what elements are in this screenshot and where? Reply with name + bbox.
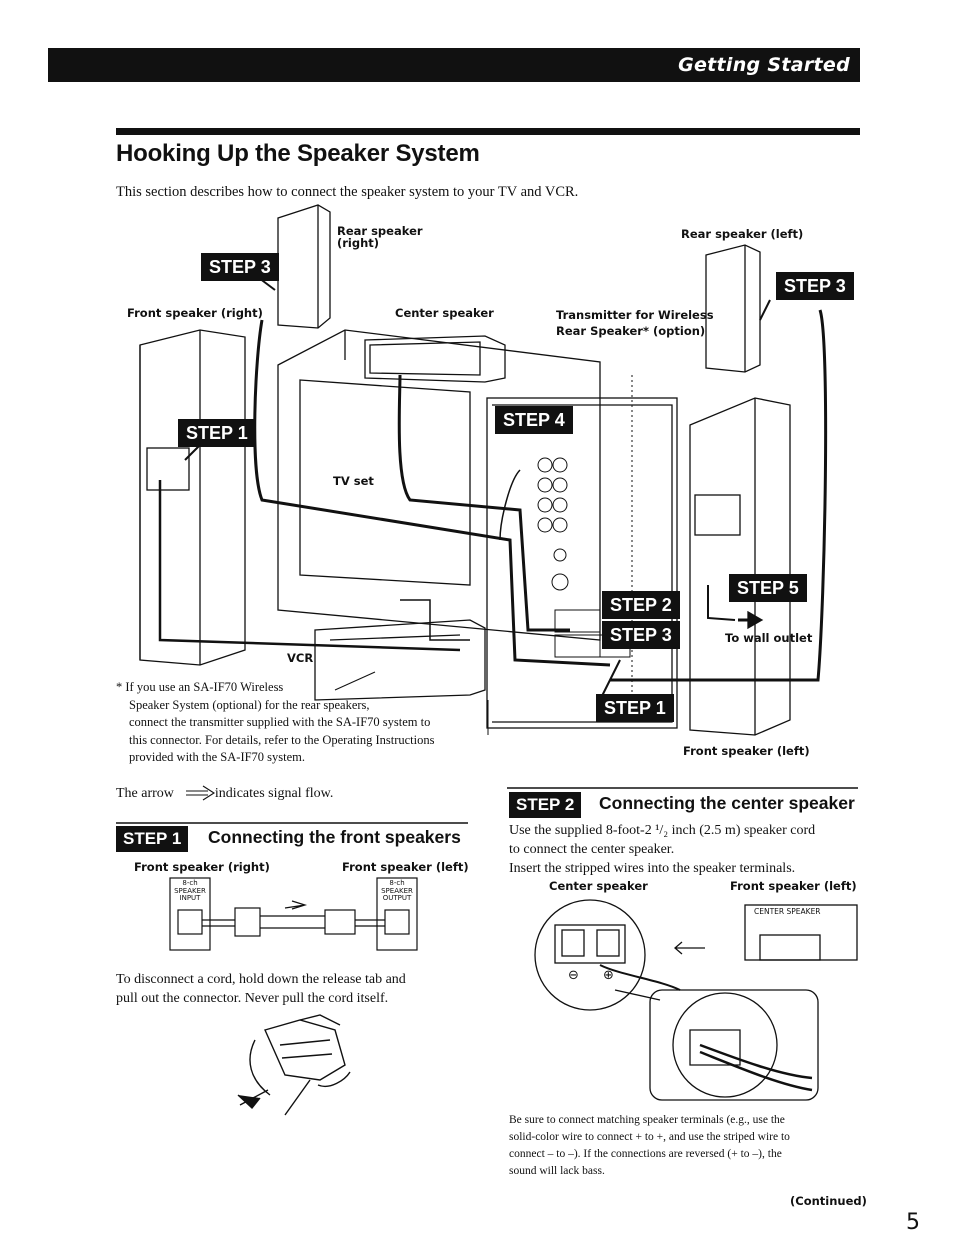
continued-label: (Continued) [790, 1194, 867, 1208]
step-tag-center-section: STEP 2 [509, 792, 582, 818]
step-tag-2: STEP 2 [602, 591, 680, 619]
section-header-bar: Getting Started [48, 48, 860, 82]
label-to-wall-outlet: To wall outlet [725, 631, 813, 645]
front-text-line2: pull out the connector. Never pull the c… [116, 991, 389, 1006]
terminal-output-line3: OUTPUT [382, 894, 412, 902]
label-center-speaker-small: Center speaker [549, 879, 648, 893]
front-text-line1: To disconnect a cord, hold down the rele… [116, 972, 406, 987]
front-section-title: Connecting the front speakers [208, 827, 461, 847]
step-tag-3-left: STEP 3 [201, 253, 279, 281]
center-section-text: Use the supplied 8-foot-2 ¹/₂ inch (2.5 … [509, 821, 815, 878]
step-tag-front-section: STEP 1 [116, 826, 189, 852]
terminal-output-line1: 8-ch [389, 879, 405, 887]
arrow-note-before: The arrow [116, 786, 174, 801]
label-transmitter-line2: Rear Speaker* (option) [556, 324, 706, 338]
arrow-note: The arrow indicates signal flow. [116, 784, 333, 803]
label-tv-set: TV set [333, 474, 374, 488]
center-note-line4: sound will lack bass. [509, 1165, 605, 1177]
center-note-line2: solid-color wire to connect + to +, and … [509, 1131, 790, 1143]
label-front-right-small: Front speaker (right) [134, 860, 270, 874]
center-terminal-label: CENTER SPEAKER [754, 907, 821, 916]
terminal-input-line2: SPEAKER [174, 886, 206, 895]
center-note-line3: connect – to –). If the connections are … [509, 1148, 782, 1160]
page-number: 5 [906, 1210, 920, 1235]
center-note-line1: Be sure to connect matching speaker term… [509, 1114, 785, 1126]
center-text-line1: Use the supplied 8-foot-2 ¹/₂ inch (2.5 … [509, 823, 816, 838]
label-rear-speaker-right: Rear speaker (right) [337, 225, 423, 249]
step-tag-4: STEP 4 [495, 406, 573, 434]
label-front-speaker-left: Front speaker (left) [683, 744, 810, 758]
label-rear-speaker-right-line2: (right) [337, 236, 380, 250]
label-front-left-small: Front speaker (left) [342, 860, 469, 874]
step-tag-1-bottom: STEP 1 [596, 694, 674, 722]
minus-terminal-icon: ⊖ [568, 968, 579, 983]
label-front-left-center: Front speaker (left) [730, 879, 857, 893]
label-rear-speaker-right-line1: Rear speaker [337, 224, 423, 238]
terminal-output-line2: SPEAKER [381, 886, 413, 895]
terminal-input-label: 8-ch SPEAKER INPUT [172, 879, 208, 903]
footnote-line2: Speaker System (optional) for the rear s… [129, 697, 370, 712]
step-tag-3-right: STEP 3 [776, 272, 854, 300]
arrow-note-after: indicates signal flow. [214, 786, 334, 801]
step-tag-1-left: STEP 1 [178, 419, 256, 447]
label-rear-speaker-left: Rear speaker (left) [681, 227, 804, 241]
footnote-line4: this connector. For details, refer to th… [129, 732, 435, 747]
center-section-note: Be sure to connect matching speaker term… [509, 1112, 790, 1180]
footnote-line3: connect the transmitter supplied with th… [129, 715, 431, 729]
terminal-output-label: 8-ch SPEAKER OUTPUT [379, 879, 415, 903]
terminal-input-line3: INPUT [179, 894, 201, 902]
footnote-line5: provided with the SA-IF70 system. [129, 750, 306, 764]
label-transmitter: Transmitter for Wireless Rear Speaker* (… [556, 307, 714, 339]
front-section-text: To disconnect a cord, hold down the rele… [116, 970, 406, 1008]
step-tag-5: STEP 5 [729, 574, 807, 602]
label-transmitter-line1: Transmitter for Wireless [556, 308, 714, 322]
center-text-line3: Insert the stripped wires into the speak… [509, 861, 796, 876]
center-text-line2: to connect the center speaker. [509, 842, 675, 857]
page-title: Hooking Up the Speaker System [116, 140, 480, 167]
label-front-speaker-right: Front speaker (right) [127, 306, 263, 320]
label-vcr: VCR [287, 651, 314, 665]
label-center-speaker: Center speaker [395, 306, 494, 320]
title-rule [116, 128, 860, 135]
intro-text: This section describes how to connect th… [116, 184, 579, 200]
center-section-title: Connecting the center speaker [599, 793, 855, 813]
footnote: * If you use an SA-IF70 Wireless Speaker… [116, 679, 434, 767]
footnote-line1: * If you use an SA-IF70 Wireless [116, 680, 284, 694]
terminal-input-line1: 8-ch [182, 879, 198, 887]
section-label: Getting Started [678, 54, 850, 76]
step-tag-3-mid: STEP 3 [602, 621, 680, 649]
plus-terminal-icon: ⊕ [603, 968, 614, 983]
